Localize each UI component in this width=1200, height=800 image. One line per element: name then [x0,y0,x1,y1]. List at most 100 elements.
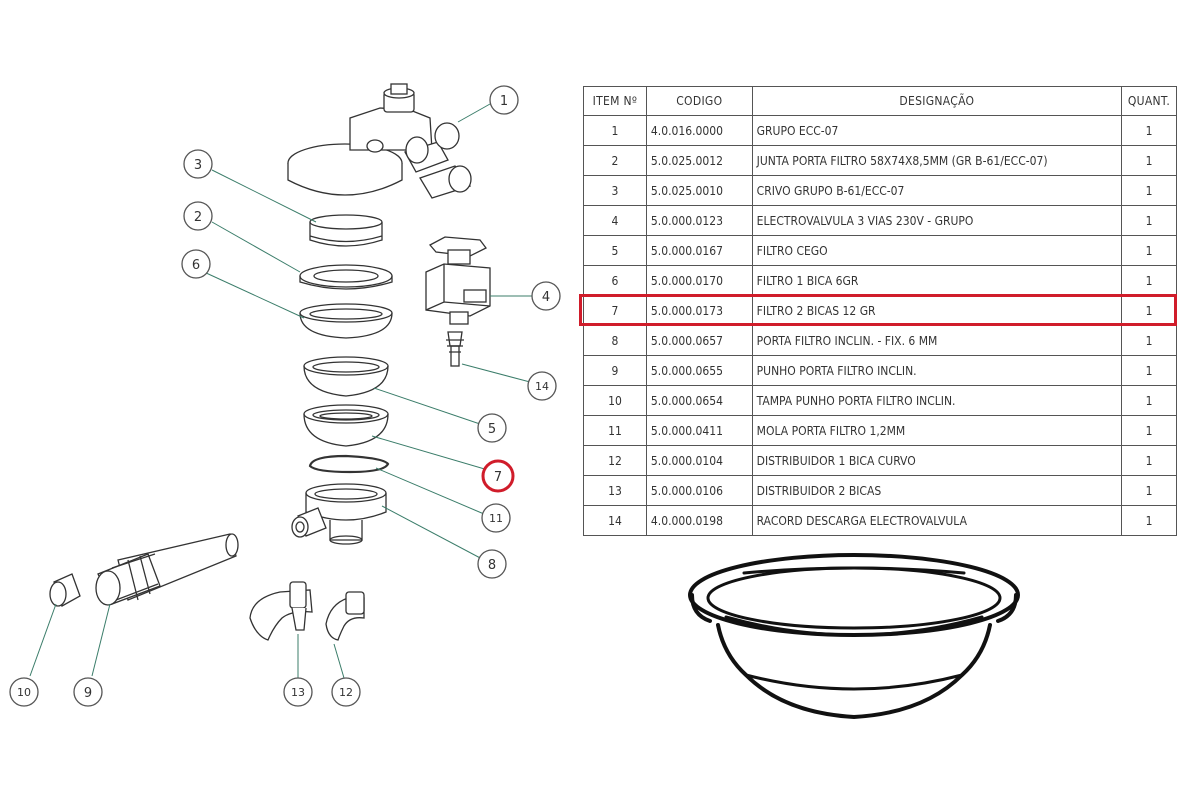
cell-quantity: 1 [1121,235,1177,266]
leader-lines [29,103,532,679]
cell-item: 9 [583,355,647,386]
part-7-filter-basket [303,404,389,447]
cell-quantity: 1 [1121,325,1177,356]
cell-code: 5.0.000.0104 [645,445,753,476]
cell-code: 5.0.000.0123 [645,205,753,236]
cell-designation: JUNTA PORTA FILTRO 58X74X8,5MM (GR B-61/… [751,145,1123,176]
cell-quantity: 1 [1121,205,1177,236]
balloon-1: 1 [489,85,519,115]
cell-designation: DISTRIBUIDOR 2 BICAS [751,475,1123,506]
part-10-handle-cap [49,573,81,607]
part-4-solenoid-valve [425,236,491,325]
svg-text:5: 5 [488,422,496,437]
cell-designation: TAMPA PUNHO PORTA FILTRO INCLIN. [751,385,1123,416]
svg-text:7: 7 [494,470,502,485]
cell-designation: PUNHO PORTA FILTRO INCLIN. [751,355,1123,386]
part-1-brew-group [287,83,472,199]
balloon-9: 9 [73,677,103,707]
header-code: CODIGO [645,86,753,116]
cell-item: 7 [583,295,647,326]
part-2-gasket [299,264,393,290]
cell-quantity: 1 [1121,265,1177,296]
svg-text:14: 14 [535,380,549,393]
balloon-8: 8 [477,549,507,579]
part-6-filter-basket [299,303,393,339]
cell-item: 1 [583,115,647,146]
cell-quantity: 1 [1121,415,1177,446]
cell-designation: GRUPO ECC-07 [751,115,1123,146]
part-8-portafilter [291,483,387,545]
cell-code: 5.0.000.0170 [645,265,753,296]
part-5-blind-filter [303,356,389,397]
cell-item: 5 [583,235,647,266]
part-3-shower-screen [309,214,383,247]
cell-quantity: 1 [1121,355,1177,386]
cell-designation: PORTA FILTRO INCLIN. - FIX. 6 MM [751,325,1123,356]
cell-quantity: 1 [1121,445,1177,476]
balloon-3: 3 [183,149,213,179]
cell-code: 5.0.025.0012 [645,145,753,176]
cell-item: 6 [583,265,647,296]
svg-text:1: 1 [500,94,508,109]
cell-item: 3 [583,175,647,206]
cell-designation: ELECTROVALVULA 3 VIAS 230V - GRUPO [751,205,1123,236]
cell-code: 5.0.000.0411 [645,415,753,446]
cell-code: 5.0.000.0173 [645,295,753,326]
cell-quantity: 1 [1121,295,1177,326]
part-12-spout [325,591,365,641]
cell-item: 10 [583,385,647,416]
part-14-fitting [446,331,464,367]
svg-text:12: 12 [339,686,353,699]
exploded-diagram: 1 3 2 6 4 14 5 7 11 8 10 9 13 12 [9,83,561,707]
cell-item: 12 [583,445,647,476]
cell-code: 5.0.025.0010 [645,175,753,206]
cell-quantity: 1 [1121,115,1177,146]
cell-item: 11 [583,415,647,446]
balloon-13: 13 [283,677,313,707]
cell-designation: RACORD DESCARGA ELECTROVALVULA [751,505,1123,536]
svg-text:3: 3 [194,158,202,173]
cell-code: 5.0.000.0657 [645,325,753,356]
svg-text:8: 8 [488,558,496,573]
filter-basket-detail [688,553,1020,720]
svg-text:11: 11 [489,512,503,525]
cell-designation: MOLA PORTA FILTRO 1,2MM [751,415,1123,446]
cell-item: 13 [583,475,647,506]
cell-designation: FILTRO 1 BICA 6GR [751,265,1123,296]
balloon-10: 10 [9,677,39,707]
svg-text:13: 13 [291,686,305,699]
cell-quantity: 1 [1121,505,1177,536]
cell-code: 5.0.000.0106 [645,475,753,506]
header-quantity: QUANT. [1121,86,1177,116]
part-11-spring [308,454,390,474]
svg-text:4: 4 [542,290,550,305]
svg-text:10: 10 [17,686,31,699]
cell-code: 5.0.000.0655 [645,355,753,386]
cell-designation: CRIVO GRUPO B-61/ECC-07 [751,175,1123,206]
cell-quantity: 1 [1121,475,1177,506]
cell-quantity: 1 [1121,175,1177,206]
cell-designation: FILTRO CEGO [751,235,1123,266]
balloon-5: 5 [477,413,507,443]
cell-designation: FILTRO 2 BICAS 12 GR [751,295,1123,326]
svg-text:9: 9 [84,686,92,701]
header-designation: DESIGNAÇÃO [751,86,1123,116]
part-9-handle [95,533,239,606]
svg-text:6: 6 [192,258,200,273]
cell-code: 5.0.000.0167 [645,235,753,266]
cell-item: 4 [583,205,647,236]
cell-item: 8 [583,325,647,356]
cell-code: 4.0.000.0198 [645,505,753,536]
balloon-2: 2 [183,201,213,231]
